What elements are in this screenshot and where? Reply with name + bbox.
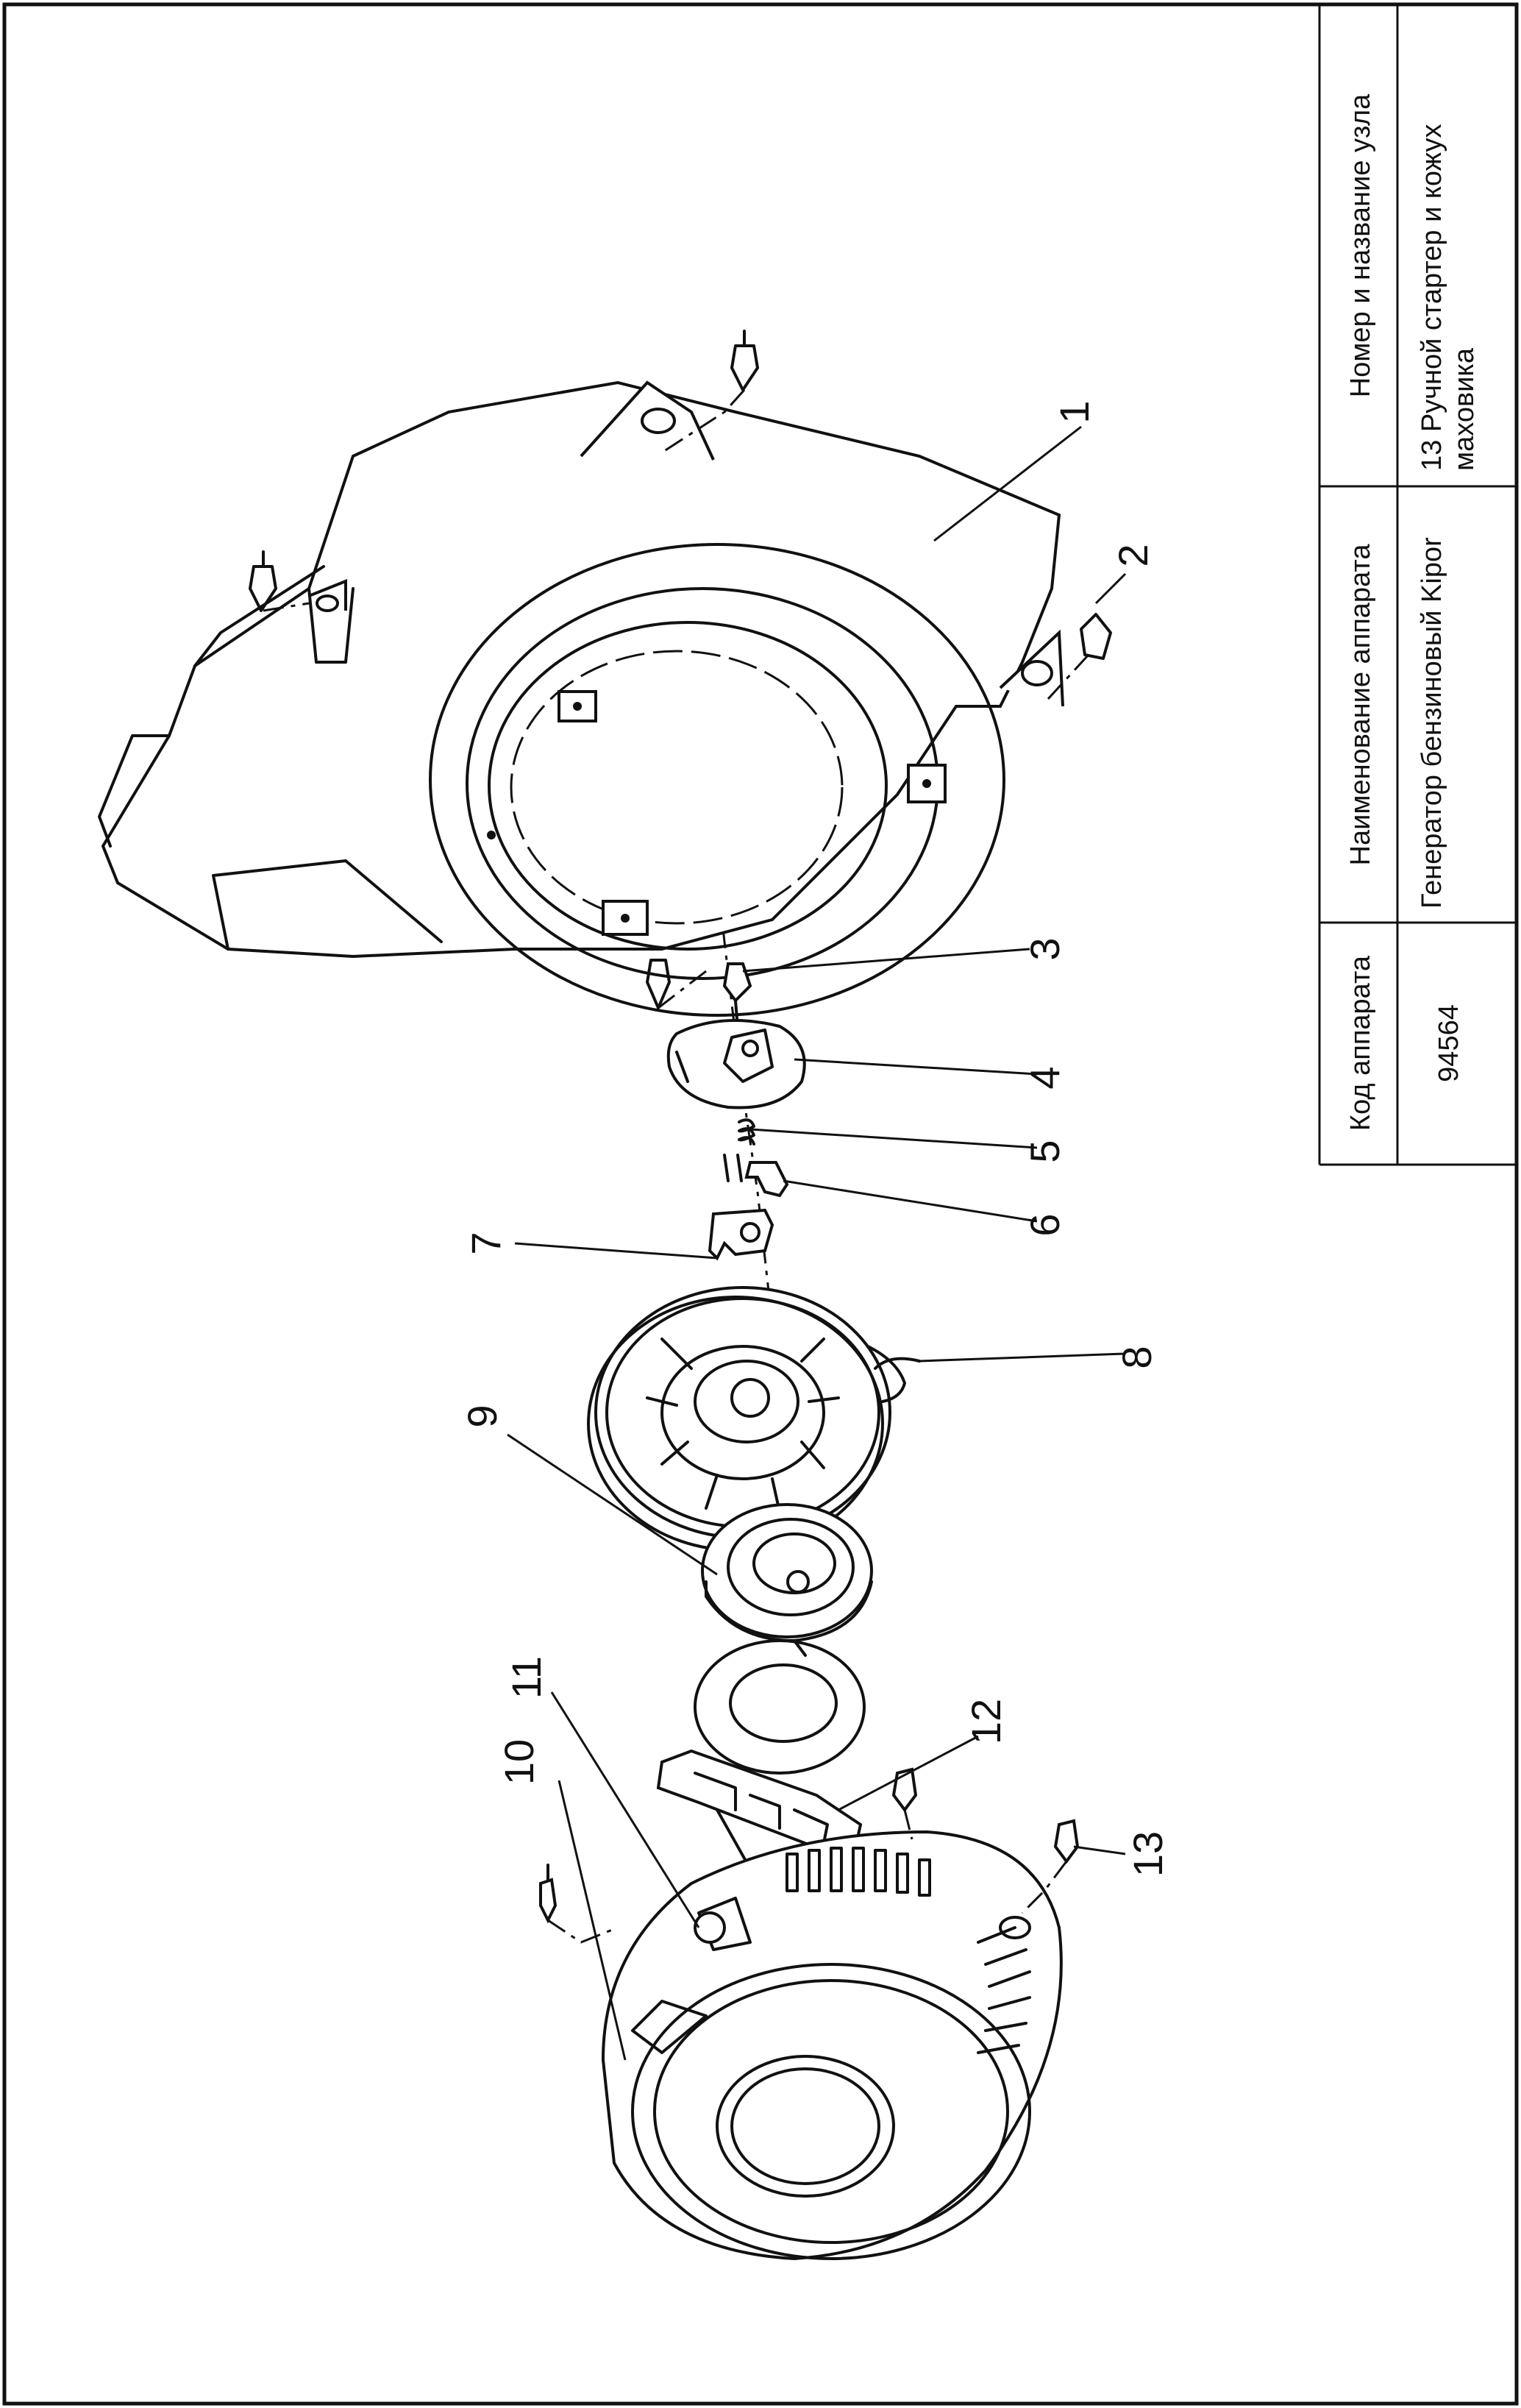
cover-vent-slots	[786, 1847, 1031, 2054]
callout-1: 1	[1051, 400, 1097, 423]
leader-lines	[507, 425, 1127, 2061]
exploded-view: 1 2 3 4 5 6 7 8 9 10 11 12 13	[98, 330, 1171, 2261]
callout-4: 4	[1022, 1066, 1068, 1089]
assembly-value: 13 Ручной стартер и кожух маховика	[1417, 124, 1480, 471]
spring-washer-part	[694, 1639, 866, 1775]
screw-part	[722, 962, 752, 1020]
callout-numbers: 1 2 3 4 5 6 7 8 9 10 11 12 13	[459, 400, 1171, 1877]
callout-13: 13	[1125, 1831, 1171, 1877]
title-block: Код аппарата Наименование аппарата Номер…	[1318, 4, 1517, 1166]
assembly-header: Номер и название узла	[1345, 93, 1376, 397]
callout-12: 12	[963, 1699, 1009, 1744]
ratchet-plate-part	[666, 1019, 806, 1109]
friction-spring-part	[738, 1118, 755, 1146]
model-value: Генератор бензиновый Kipor	[1417, 537, 1447, 909]
recoil-spring-part	[701, 1503, 873, 1642]
callout-8: 8	[1114, 1346, 1160, 1368]
callout-6: 6	[1022, 1213, 1068, 1236]
fan-shroud-part	[98, 380, 1064, 1017]
model-header: Наименование аппарата	[1345, 544, 1376, 866]
cover-bolt-part	[539, 1767, 1080, 1944]
callout-2: 2	[1110, 544, 1156, 567]
code-header: Код аппарата	[1345, 955, 1376, 1131]
ratchet-pawl-part	[723, 1154, 789, 1198]
code-value: 94564	[1433, 1004, 1464, 1082]
callout-10: 10	[496, 1739, 542, 1785]
ratchet-part	[708, 1208, 774, 1261]
callout-7: 7	[463, 1232, 509, 1254]
callout-3: 3	[1022, 937, 1068, 960]
callout-11: 11	[503, 1656, 549, 1699]
bolt-part	[249, 330, 1112, 1009]
callout-5: 5	[1022, 1140, 1068, 1162]
callout-9: 9	[459, 1404, 505, 1427]
starter-cover-part	[601, 1830, 1063, 2261]
